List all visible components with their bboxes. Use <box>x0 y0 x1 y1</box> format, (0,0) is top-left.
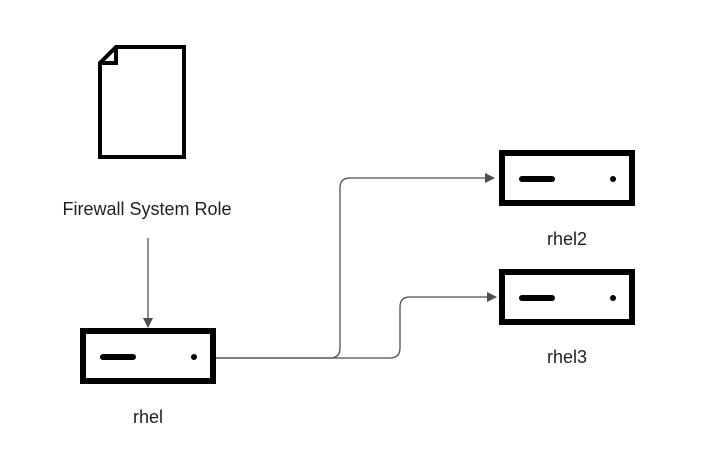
node-label-rhel2: rhel2 <box>546 229 588 249</box>
node-label-rhel3: rhel3 <box>546 347 588 367</box>
node-label-rhel: rhel <box>132 407 163 427</box>
role-label: Firewall System Role <box>62 199 232 219</box>
server-icon-rhel <box>80 328 216 384</box>
rhel-to-rhel3-connector <box>216 292 497 359</box>
document-icon <box>98 45 186 159</box>
server-icon-rhel3 <box>499 269 635 325</box>
server-icon-rhel2 <box>499 150 635 206</box>
